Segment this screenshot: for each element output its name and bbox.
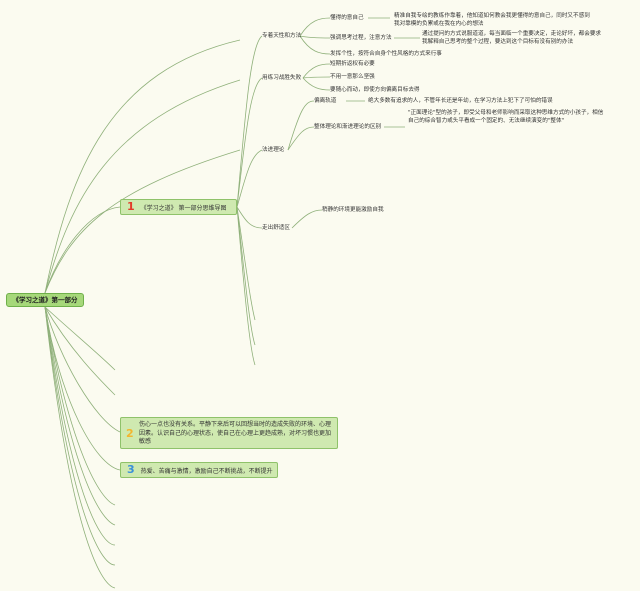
group1-item2[interactable]: 强调思考过程，注意方法: [330, 35, 392, 41]
group3-item2-note: "正面理论"型的孩子，即受父母和老师影响而采取这种思维方式的小孩子，相信自己的综…: [408, 110, 604, 124]
group4-item1[interactable]: 稍静的环境更能激励自我: [322, 207, 384, 213]
link-root-branch2: [44, 306, 121, 433]
group1-item1-note: 精准自我专绘的教练作靠着，他知道如何教会我更懂得的意自己，同时又不感到我对靠模的…: [394, 13, 590, 27]
group3-item1[interactable]: 偏离轨道: [314, 98, 337, 104]
branch2-text: 伤心一点也没有关系。平静下来后可以回想当时的造成失败的环境、心理因素。认识自己的…: [139, 421, 332, 445]
group2-item1[interactable]: 短期折返权有必要: [330, 61, 375, 67]
branch3-text: 热爱、苦痛与激情，激励自己不断挑战，不断提升: [140, 468, 273, 475]
group2-item3[interactable]: 要随心而动，即使方向偏离目标去得: [330, 87, 420, 93]
group3-label[interactable]: 法进理论: [262, 147, 285, 153]
group2-item2[interactable]: 不用一意那么坚强: [330, 74, 375, 80]
branch2-number: 2: [126, 427, 134, 440]
branch1-node[interactable]: 1 《学习之道》 第一部分思维导图: [120, 199, 237, 215]
group2-label[interactable]: 用练习战胜失败: [262, 75, 302, 81]
group3-item1-note: 绝大多数有追求的人，不管年长还是年幼，在学习方法上犯下了可怕的错误: [368, 98, 553, 104]
branch3-node[interactable]: 3 热爱、苦痛与激情，激励自己不断挑战，不断提升: [120, 462, 278, 478]
group3-item2[interactable]: 整体理论和渐进理论的区别: [314, 124, 382, 130]
branch2-node[interactable]: 2 伤心一点也没有关系。平静下来后可以回想当时的造成失败的环境、心理因素。认识自…: [120, 417, 338, 449]
root-node[interactable]: 《学习之道》第一部分: [6, 293, 84, 307]
group1-item1[interactable]: 懂得的意自己: [330, 15, 364, 21]
link-root-branch1: [44, 206, 121, 294]
branch3-number: 3: [127, 463, 135, 476]
group4-label[interactable]: 走出舒适区: [262, 225, 290, 231]
group1-label[interactable]: 专着天性和方法: [262, 33, 302, 39]
group1-item3[interactable]: 发挥个性，按符合自身个性风格的方式来行事: [330, 51, 442, 57]
branch1-label: 《学习之道》 第一部分思维导图: [140, 205, 227, 212]
branch1-number: 1: [127, 200, 135, 213]
group1-item2-note: 通过提问的方式说服道道，每当面临一个重要决定，走论好坏，都会要求我解释自己思考的…: [422, 31, 602, 45]
